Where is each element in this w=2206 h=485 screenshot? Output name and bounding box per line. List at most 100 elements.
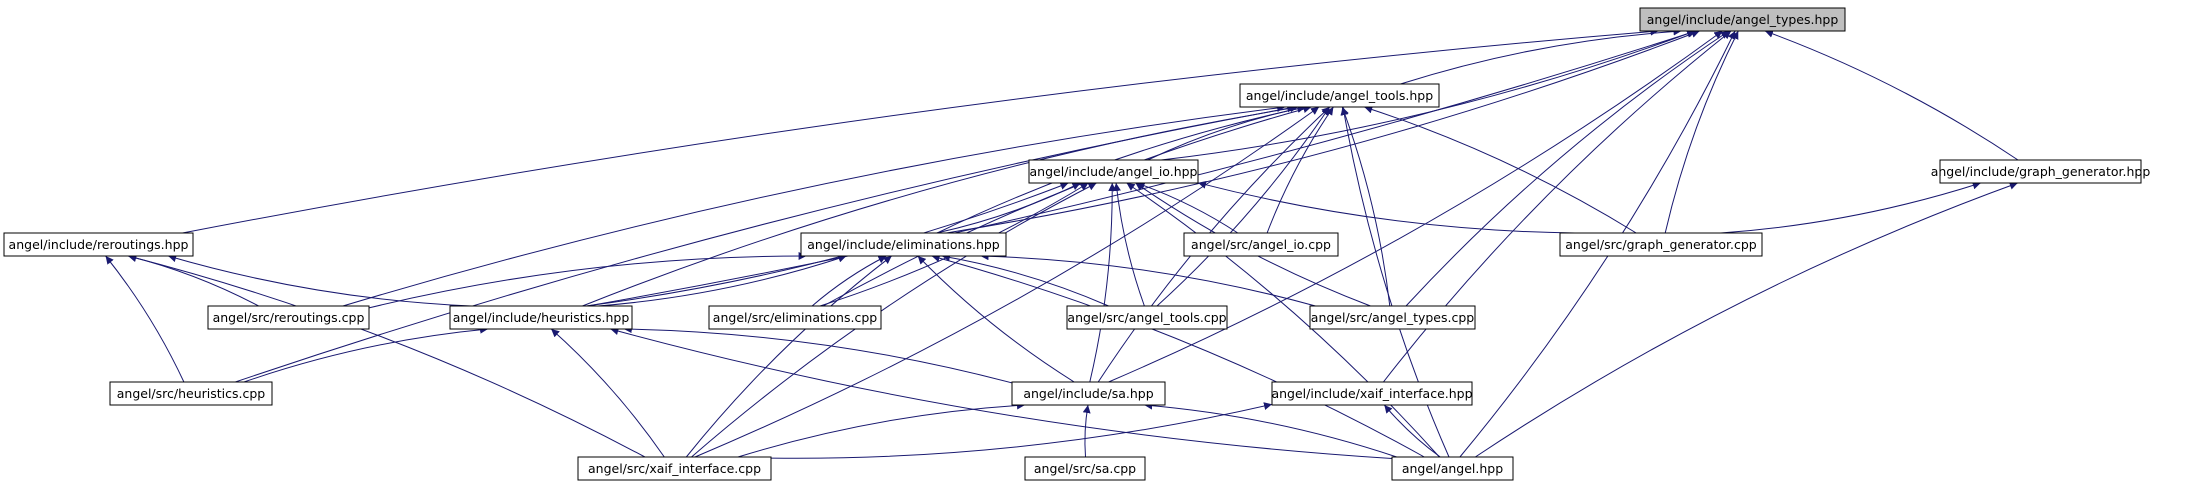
edge-srcio-to-tools xyxy=(1266,106,1334,234)
node-box-xaif xyxy=(1271,381,1473,406)
edge-angel-to-io xyxy=(1126,182,1440,458)
node-box-srctools xyxy=(1066,305,1228,330)
node-tools[interactable]: angel/include/angel_tools.hpp xyxy=(1239,83,1440,108)
edge-heur-to-rerout xyxy=(168,254,472,307)
node-box-srctypes xyxy=(1309,305,1476,330)
edge-rerout-to-types xyxy=(182,27,1659,234)
node-box-srcrr xyxy=(207,305,370,330)
node-elim[interactable]: angel/include/eliminations.hpp xyxy=(800,232,1007,257)
node-box-heur xyxy=(449,305,633,330)
edge-srcsa-to-sa xyxy=(1082,404,1091,458)
edge-tools-to-types xyxy=(1400,27,1682,85)
edge-srcxaif-to-heur xyxy=(550,328,665,458)
edge-heur-to-io xyxy=(586,182,1069,307)
edge-srctypes-to-types xyxy=(1405,30,1730,307)
node-sa[interactable]: angel/include/sa.hpp xyxy=(1011,381,1166,406)
node-box-tools xyxy=(1239,83,1440,108)
node-srcio[interactable]: angel/src/angel_io.cpp xyxy=(1183,232,1339,257)
edge-srcxaif-to-rerout xyxy=(127,254,646,458)
edge-graphgen-to-types xyxy=(1764,30,2019,161)
edge-srctypes-to-tools xyxy=(1341,106,1391,307)
edge-srcrr-to-elim xyxy=(368,251,807,309)
edge-srcheur-to-tools xyxy=(235,104,1296,383)
edge-srcgg-to-io xyxy=(1197,180,1575,234)
node-label-srctools: angel/src/angel_tools.cpp xyxy=(1067,310,1226,325)
edge-elim-to-tools xyxy=(936,104,1306,234)
edge-sa-to-elim xyxy=(917,255,1075,383)
file-nodes: angel/include/angel_types.hpp angel/inclu… xyxy=(3,7,2151,481)
edge-srcheur-to-heur xyxy=(243,325,489,383)
edge-sa-to-heur xyxy=(623,325,1013,384)
edge-srctools-to-elim xyxy=(941,253,1109,307)
edge-srcel-to-elim xyxy=(811,255,887,307)
node-label-heur: angel/include/heuristics.hpp xyxy=(453,310,630,325)
node-box-srcio xyxy=(1183,232,1339,257)
node-types[interactable]: angel/include/angel_types.hpp xyxy=(1639,7,1846,32)
edge-srcgg-to-graphgen xyxy=(1720,181,1981,234)
edge-srctypes-to-elim xyxy=(980,252,1316,307)
node-srcgg[interactable]: angel/src/graph_generator.cpp xyxy=(1559,232,1763,257)
edge-srctools-to-tools xyxy=(1156,106,1330,307)
node-box-srcxaif xyxy=(577,456,772,481)
node-srctypes[interactable]: angel/src/angel_types.cpp xyxy=(1309,305,1476,330)
node-label-rerout: angel/include/reroutings.hpp xyxy=(9,237,189,252)
node-srcheur[interactable]: angel/src/heuristics.cpp xyxy=(109,381,273,406)
edge-heur-to-types xyxy=(587,29,1697,307)
node-box-graphgen xyxy=(1939,159,2142,184)
dependency-edges xyxy=(105,27,2019,459)
node-label-srcheur: angel/src/heuristics.cpp xyxy=(117,386,266,401)
edge-srcxaif-to-elim xyxy=(685,255,893,458)
node-box-rerout xyxy=(3,232,194,257)
edge-angel-to-elim xyxy=(931,254,1425,458)
node-srcxaif[interactable]: angel/src/xaif_interface.cpp xyxy=(577,456,772,481)
node-label-srcio: angel/src/angel_io.cpp xyxy=(1191,237,1331,252)
node-label-srcel: angel/src/eliminations.cpp xyxy=(713,310,877,325)
edge-angel-to-tools xyxy=(1340,106,1450,458)
node-rerout[interactable]: angel/include/reroutings.hpp xyxy=(3,232,194,257)
node-box-srcsa xyxy=(1024,456,1146,481)
node-angel[interactable]: angel/angel.hpp xyxy=(1391,456,1514,481)
node-label-graphgen: angel/include/graph_generator.hpp xyxy=(1931,164,2151,179)
edge-srctools-to-io xyxy=(1112,182,1145,307)
edge-elim-to-types xyxy=(946,30,1700,234)
node-srcsa[interactable]: angel/src/sa.cpp xyxy=(1024,456,1146,481)
node-label-angel: angel/angel.hpp xyxy=(1402,461,1503,476)
node-xaif[interactable]: angel/include/xaif_interface.hpp xyxy=(1271,381,1473,406)
node-label-srcsa: angel/src/sa.cpp xyxy=(1034,461,1136,476)
edge-srcrr-to-tools xyxy=(342,104,1286,307)
node-label-tools: angel/include/angel_tools.hpp xyxy=(1246,88,1433,103)
node-label-srcxaif: angel/src/xaif_interface.cpp xyxy=(588,461,761,476)
edge-srcgg-to-types xyxy=(1664,30,1739,234)
node-box-srcheur xyxy=(109,381,273,406)
node-label-io: angel/include/angel_io.hpp xyxy=(1030,164,1198,179)
node-box-angel xyxy=(1391,456,1514,481)
edge-angel-to-sa xyxy=(1144,401,1397,458)
node-label-elim: angel/include/eliminations.hpp xyxy=(807,237,1000,252)
edge-srcxaif-to-tools xyxy=(694,106,1320,458)
node-box-types xyxy=(1639,7,1846,32)
node-graphgen[interactable]: angel/include/graph_generator.hpp xyxy=(1931,159,2151,184)
edge-srcheur-to-rerout xyxy=(105,255,185,383)
edge-srcgg-to-tools xyxy=(1364,105,1637,234)
node-box-srcgg xyxy=(1559,232,1763,257)
node-box-sa xyxy=(1011,381,1166,406)
node-srctools[interactable]: angel/src/angel_tools.cpp xyxy=(1066,305,1228,330)
node-box-srcel xyxy=(708,305,882,330)
node-label-types: angel/include/angel_types.hpp xyxy=(1647,12,1839,27)
node-io[interactable]: angel/include/angel_io.hpp xyxy=(1028,159,1199,184)
edge-elim-to-io xyxy=(936,182,1081,234)
edge-angel-to-graphgen xyxy=(1475,181,2018,458)
node-srcrr[interactable]: angel/src/reroutings.cpp xyxy=(207,305,370,330)
node-label-srctypes: angel/src/angel_types.cpp xyxy=(1311,310,1474,325)
node-heur[interactable]: angel/include/heuristics.hpp xyxy=(449,305,633,330)
edge-srcio-to-io xyxy=(1136,181,1239,234)
node-box-io xyxy=(1028,159,1199,184)
edge-heur-to-tools xyxy=(582,104,1299,307)
node-srcel[interactable]: angel/src/eliminations.cpp xyxy=(708,305,882,330)
edge-srcxaif-to-xaif xyxy=(770,402,1273,459)
edge-sa-to-io xyxy=(1089,182,1117,383)
node-label-srcrr: angel/src/reroutings.cpp xyxy=(213,310,365,325)
node-label-sa: angel/include/sa.hpp xyxy=(1023,386,1153,401)
edge-srcel-to-tools xyxy=(822,105,1312,307)
